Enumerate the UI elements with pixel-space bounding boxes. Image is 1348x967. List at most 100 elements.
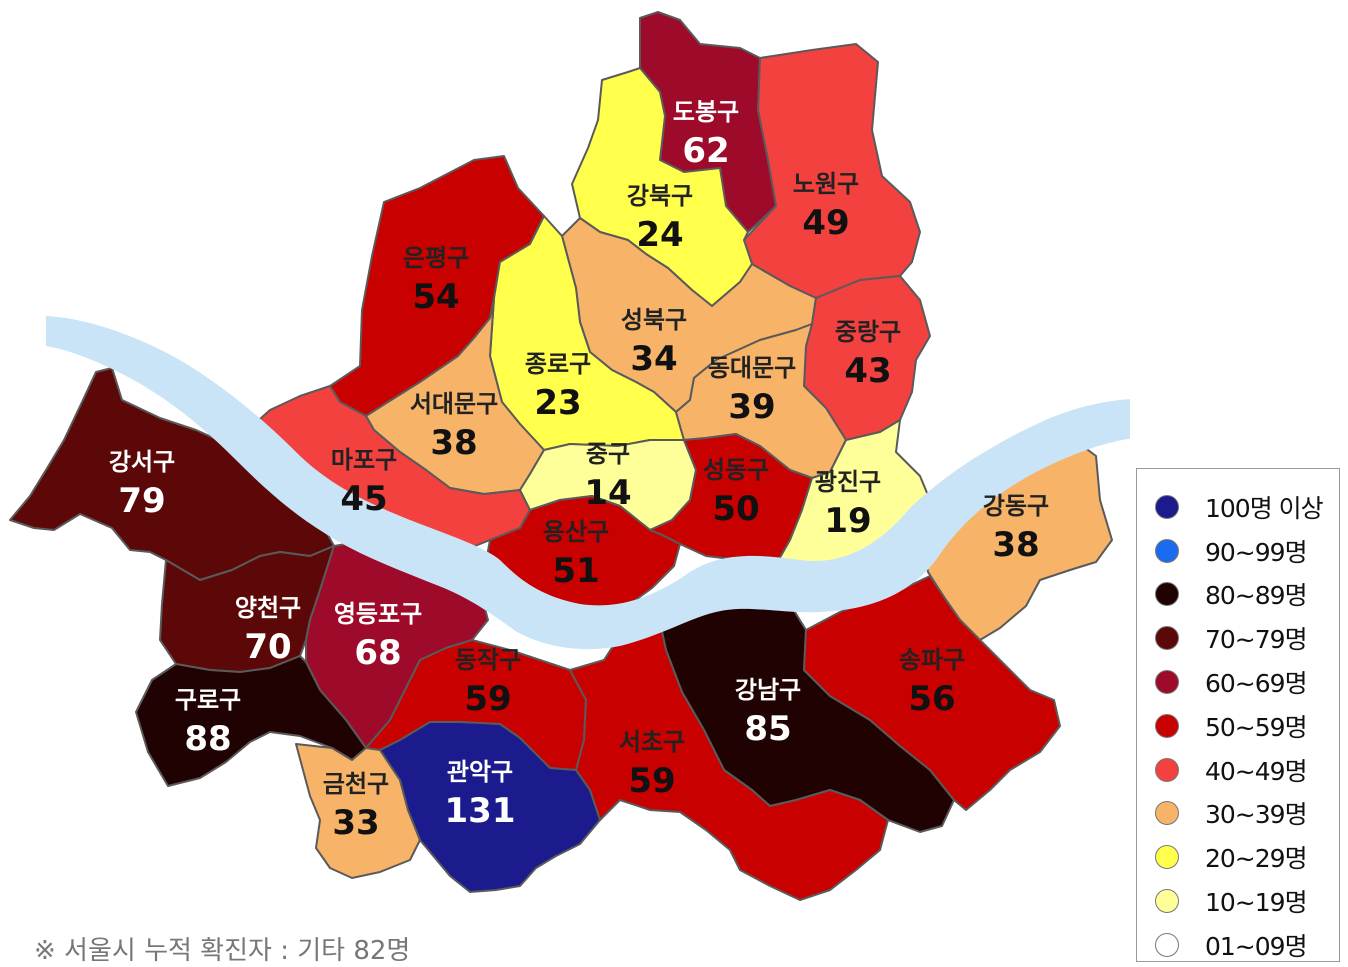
district-value: 59 [628, 761, 675, 801]
district-name: 용산구 [543, 518, 609, 546]
district-value: 54 [412, 277, 459, 317]
district-label-seocho: 서초구 59 [619, 728, 685, 801]
legend-item-100-plus: 100명 이상 [1155, 485, 1329, 529]
legend-label: 90~99명 [1205, 537, 1308, 567]
legend-label: 30~39명 [1205, 800, 1308, 830]
legend-item-10-19: 10~19명 [1155, 879, 1329, 923]
district-name: 동작구 [455, 646, 521, 674]
legend-label: 60~69명 [1205, 669, 1308, 699]
legend-label: 20~29명 [1205, 844, 1308, 874]
district-value: 19 [824, 501, 871, 541]
district-value: 59 [464, 679, 511, 719]
district-name: 강남구 [735, 676, 801, 704]
district-value: 79 [118, 481, 165, 521]
district-value: 38 [992, 525, 1039, 565]
legend-swatch [1155, 626, 1179, 651]
district-value: 38 [430, 423, 477, 463]
district-shapes [9, 11, 1113, 901]
district-label-gwangjin: 광진구 19 [815, 468, 881, 541]
district-value: 56 [908, 679, 955, 719]
district-name: 양천구 [235, 594, 301, 622]
district-name: 광진구 [815, 468, 881, 496]
district-name: 송파구 [899, 646, 965, 674]
legend-swatch [1155, 538, 1179, 563]
district-name: 강서구 [109, 448, 175, 476]
legend-label: 10~19명 [1205, 888, 1308, 918]
district-label-seongdong: 성동구 50 [703, 456, 769, 529]
district-name: 서초구 [619, 728, 685, 756]
district-label-jung: 중구 14 [584, 440, 631, 513]
legend-swatch [1155, 582, 1179, 607]
district-name: 성동구 [703, 456, 769, 484]
district-value: 88 [184, 719, 231, 759]
district-value: 45 [340, 479, 387, 519]
district-value: 68 [354, 633, 401, 673]
district-value: 39 [728, 387, 775, 427]
district-name: 종로구 [525, 350, 591, 378]
district-name: 강동구 [983, 492, 1049, 520]
district-songpa[interactable] [803, 575, 1061, 811]
legend-swatch [1155, 670, 1179, 695]
legend-item-70-79: 70~79명 [1155, 616, 1329, 660]
district-value: 51 [552, 551, 599, 591]
district-value: 50 [712, 489, 759, 529]
legend-swatch [1155, 494, 1179, 519]
district-name: 동대문구 [708, 354, 796, 382]
district-label-geumcheon: 금천구 33 [323, 770, 389, 843]
district-geumcheon[interactable] [295, 743, 421, 879]
legend-swatch [1155, 713, 1179, 738]
district-label-nowon: 노원구 49 [793, 170, 859, 243]
legend-item-80-89: 80~89명 [1155, 573, 1329, 617]
district-name: 금천구 [323, 770, 389, 798]
legend: 100명 이상 90~99명 80~89명 70~79명 60~69명 50~5… [1136, 468, 1340, 962]
legend-label: 01~09명 [1205, 931, 1308, 961]
district-name: 마포구 [331, 446, 397, 474]
legend-label: 80~89명 [1205, 581, 1308, 611]
district-value: 62 [682, 131, 729, 171]
district-value: 23 [534, 383, 581, 423]
district-label-jongno: 종로구 23 [525, 350, 591, 423]
district-label-gwanak: 관악구 131 [445, 758, 516, 831]
district-value: 43 [844, 351, 891, 391]
district-name: 관악구 [447, 758, 513, 786]
district-name: 성북구 [621, 306, 687, 334]
legend-item-60-69: 60~69명 [1155, 660, 1329, 704]
legend-label: 70~79명 [1205, 625, 1308, 655]
legend-swatch [1155, 845, 1179, 870]
legend-item-50-59: 50~59명 [1155, 704, 1329, 748]
district-label-gangseo: 강서구 79 [109, 448, 175, 521]
legend-item-90-99: 90~99명 [1155, 529, 1329, 573]
legend-label: 50~59명 [1205, 712, 1308, 742]
district-name: 구로구 [175, 686, 241, 714]
district-value: 49 [802, 203, 849, 243]
district-name: 은평구 [403, 244, 469, 272]
district-label-yangcheon: 양천구 70 [235, 594, 301, 667]
legend-swatch [1155, 932, 1179, 957]
district-label-mapo: 마포구 45 [331, 446, 397, 519]
district-label-songpa: 송파구 56 [899, 646, 965, 719]
legend-label: 100명 이상 [1205, 493, 1324, 523]
district-value: 85 [744, 709, 791, 749]
district-value: 33 [332, 803, 379, 843]
district-name: 노원구 [793, 170, 859, 198]
district-value: 131 [445, 791, 516, 831]
han-river [46, 316, 1130, 650]
legend-item-20-29: 20~29명 [1155, 835, 1329, 879]
legend-item-30-39: 30~39명 [1155, 792, 1329, 836]
district-label-guro: 구로구 88 [175, 686, 241, 759]
district-label-yongsan: 용산구 51 [543, 518, 609, 591]
district-value: 70 [244, 627, 291, 667]
footnote: ※ 서울시 누적 확진자 : 기타 82명 [34, 936, 411, 966]
legend-swatch [1155, 757, 1179, 782]
legend-item-40-49: 40~49명 [1155, 748, 1329, 792]
district-label-eunpyeong: 은평구 54 [403, 244, 469, 317]
district-name: 중구 [586, 440, 630, 468]
legend-swatch [1155, 801, 1179, 826]
district-gwanak[interactable] [379, 721, 601, 893]
district-value: 14 [584, 473, 631, 513]
legend-swatch [1155, 889, 1179, 914]
